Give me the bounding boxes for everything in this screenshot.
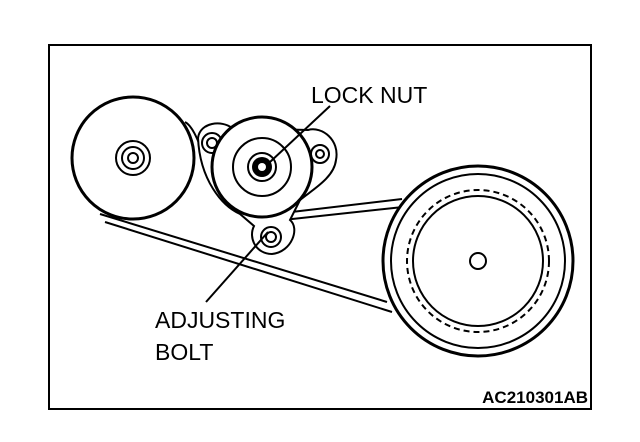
adjusting-bolt <box>260 226 282 248</box>
lock-nut <box>252 157 272 177</box>
left-pulley <box>70 95 196 221</box>
right-pulley <box>381 164 575 358</box>
lock-nut-leader <box>269 105 331 163</box>
reference-code: AC210301AB <box>482 388 588 407</box>
adjusting-bolt-label-line1: ADJUSTING <box>155 307 286 333</box>
adjusting-bolt-leader <box>205 231 269 303</box>
lock-nut-label: LOCK NUT <box>311 82 428 108</box>
adjusting-bolt-label-line2: BOLT <box>155 339 214 365</box>
